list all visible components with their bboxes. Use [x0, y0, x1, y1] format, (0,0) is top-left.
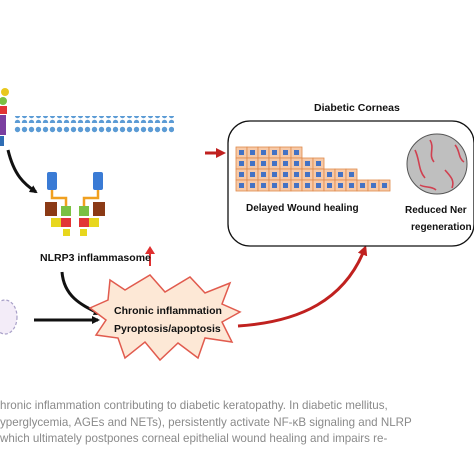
cell-nucleus	[349, 172, 354, 177]
cell-nucleus	[349, 183, 354, 188]
cell-nucleus	[316, 161, 321, 166]
chronic-inflammation-label: Chronic inflammation	[114, 305, 222, 317]
membrane-receptor	[0, 88, 174, 146]
cell-nucleus	[283, 183, 288, 188]
cell-membrane-top	[14, 116, 174, 123]
cell-nucleus	[305, 183, 310, 188]
receptor-tail-icon	[0, 136, 4, 146]
nerve-circle-icon	[406, 133, 468, 195]
caption-line-3: which ultimately postpones corneal epith…	[0, 432, 388, 445]
outcome-arrow	[237, 245, 368, 328]
cell-nucleus	[272, 172, 277, 177]
cell-nucleus	[327, 172, 332, 177]
nlrp3-label: NLRP3 inflammasome	[40, 252, 151, 264]
receptor-transmembrane-icon	[0, 115, 6, 135]
cell-nucleus	[338, 172, 343, 177]
cell-nucleus	[305, 172, 310, 177]
up-arrow-icon	[145, 246, 155, 266]
cell-nucleus	[239, 183, 244, 188]
receptor-domain-icon	[0, 106, 7, 114]
reduced-nerve-label: Reduced Ner	[405, 205, 467, 216]
cell-membrane-bottom	[14, 126, 174, 133]
cell-nucleus	[338, 183, 343, 188]
receptor-domain-icon	[0, 97, 7, 105]
cell-nucleus	[261, 161, 266, 166]
cell-nucleus	[316, 172, 321, 177]
cell-nucleus	[239, 172, 244, 177]
cell-nucleus	[305, 161, 310, 166]
cell-nucleus	[272, 150, 277, 155]
signal-arrow	[6, 149, 38, 194]
cell-nucleus	[272, 161, 277, 166]
cell-nucleus	[294, 183, 299, 188]
cell-nucleus	[294, 161, 299, 166]
epithelial-cell-stack	[235, 146, 391, 192]
ligand-icon	[1, 88, 9, 96]
cell-nucleus	[316, 183, 321, 188]
cell-nucleus	[261, 183, 266, 188]
cell-nucleus	[261, 150, 266, 155]
caption-line-1: hronic inflammation contributing to diab…	[0, 399, 388, 412]
cell-nucleus	[294, 172, 299, 177]
cell-nucleus	[250, 183, 255, 188]
cell-nucleus	[360, 183, 365, 188]
delayed-wound-label: Delayed Wound healing	[246, 203, 359, 214]
diabetic-corneas-title: Diabetic Corneas	[314, 102, 400, 114]
diabetic-corneas-box	[227, 120, 474, 247]
regeneration-label: regeneration	[411, 222, 472, 233]
cell-nucleus	[327, 183, 332, 188]
pyroptosis-label: Pyroptosis/apoptosis	[114, 323, 221, 335]
cell-nucleus	[371, 183, 376, 188]
caption-line-2: yperglycemia, AGEs and NETs), persistent…	[0, 415, 412, 429]
figure-caption: hronic inflammation contributing to diab…	[0, 398, 474, 448]
cell-nucleus	[250, 172, 255, 177]
cell-nucleus	[272, 183, 277, 188]
cell-nucleus	[250, 150, 255, 155]
cell-nucleus	[239, 150, 244, 155]
cell-fragment	[0, 299, 18, 335]
cell-nucleus	[283, 161, 288, 166]
cell-nucleus	[283, 150, 288, 155]
cell-nucleus	[294, 150, 299, 155]
nlrp3-inflammasome-icon	[45, 172, 105, 236]
cell-nucleus	[239, 161, 244, 166]
cell-nucleus	[382, 183, 387, 188]
inflammation-burst	[88, 274, 242, 362]
cell-nucleus	[250, 161, 255, 166]
cell-nucleus	[283, 172, 288, 177]
cell-nucleus	[261, 172, 266, 177]
